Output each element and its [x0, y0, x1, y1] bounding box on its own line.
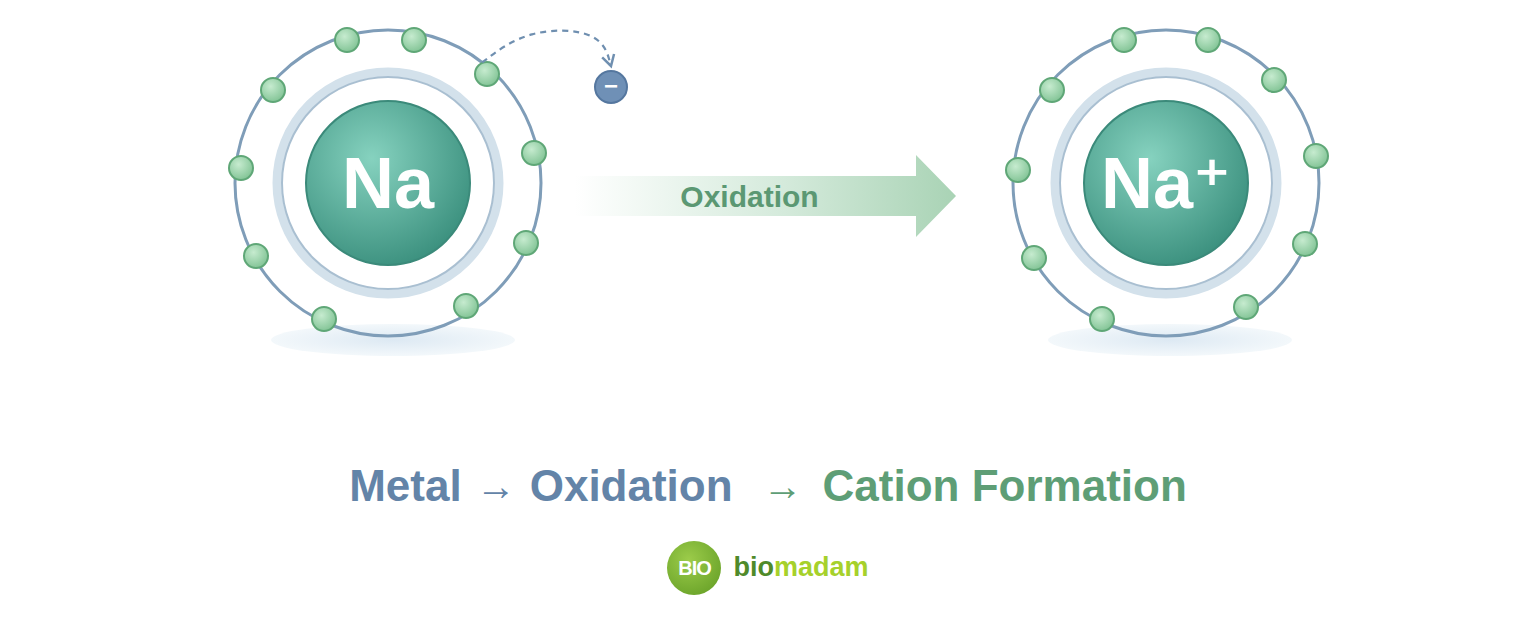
- logo-badge: BIO: [667, 541, 721, 595]
- node-text: −: [604, 74, 618, 98]
- summary-word: Metal: [349, 462, 461, 510]
- logo: BIO biomadam: [0, 541, 1536, 595]
- sodium-atom: [229, 28, 546, 336]
- reaction-arrow: [575, 155, 956, 237]
- summary-word: Cation Formation: [823, 462, 1187, 510]
- logo-word: bio: [733, 553, 774, 583]
- shadow: [271, 324, 1292, 356]
- node-text: Na⁺: [1101, 147, 1231, 219]
- edge-label: Oxidation: [680, 180, 818, 214]
- summary-line: Metal → Oxidation → Cation Formation: [0, 462, 1536, 510]
- sodium-ion: [1006, 28, 1328, 336]
- electron-path: [482, 31, 611, 66]
- sodium-atom: Na: [235, 30, 541, 336]
- node-text: Na: [342, 147, 434, 219]
- summary-arrow: →: [476, 464, 516, 508]
- summary-arrow: →: [763, 464, 803, 508]
- sodium-ion: Na⁺: [1013, 30, 1319, 336]
- logo-word: madam: [774, 553, 869, 583]
- electron: −: [594, 70, 628, 104]
- summary-word: Oxidation: [530, 462, 733, 510]
